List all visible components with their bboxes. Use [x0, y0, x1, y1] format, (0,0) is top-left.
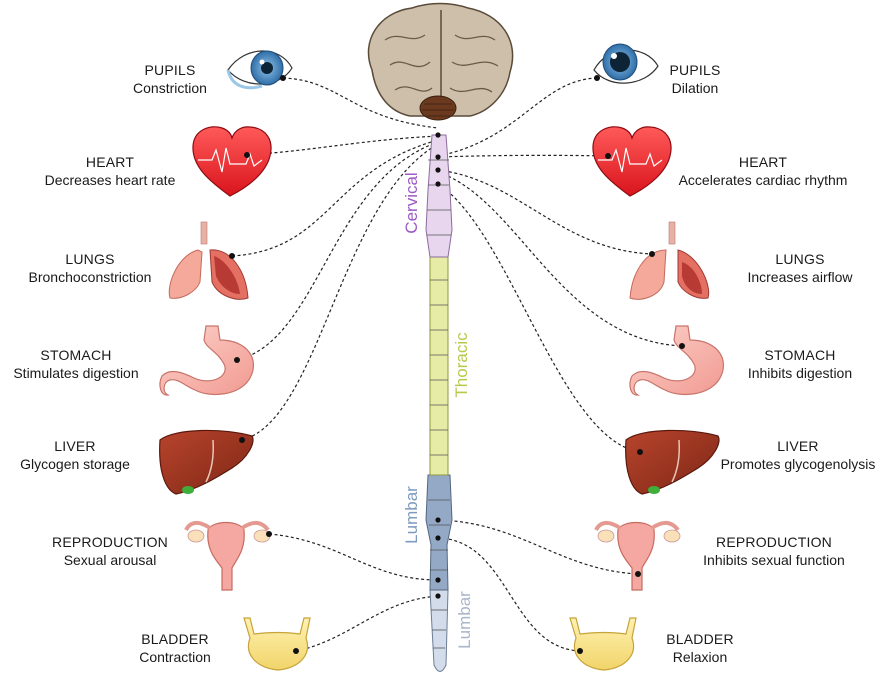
nerve-right-heart: [438, 155, 608, 157]
right-bladder-effect: Relaxion: [650, 648, 750, 666]
left-stomach-icon: [160, 326, 253, 395]
right-label-pupils: PUPILS Dilation: [650, 61, 740, 97]
right-heart-icon: [593, 127, 671, 196]
right-label-stomach: STOMACH Inhibits digestion: [735, 346, 865, 382]
left-label-heart: HEART Decreases heart rate: [30, 153, 190, 189]
right-lungs-title: LUNGS: [735, 250, 865, 268]
left-label-stomach: STOMACH Stimulates digestion: [0, 346, 152, 382]
spine-lumbar-segment: [426, 475, 452, 590]
left-heart-effect: Decreases heart rate: [30, 171, 190, 189]
right-heart-title: HEART: [668, 153, 858, 171]
left-bladder-title: BLADDER: [115, 630, 235, 648]
right-bladder-title: BLADDER: [650, 630, 750, 648]
right-pupils-title: PUPILS: [650, 61, 740, 79]
left-label-liver: LIVER Glycogen storage: [5, 437, 145, 473]
left-lungs-title: LUNGS: [10, 250, 170, 268]
nerve-left-heart: [247, 136, 438, 155]
right-heart-effect: Accelerates cardiac rhythm: [668, 171, 858, 189]
left-stomach-title: STOMACH: [0, 346, 152, 364]
right-eye-icon: [594, 44, 658, 83]
left-lungs-effect: Bronchoconstriction: [10, 268, 170, 286]
nerve-right-liver: [438, 184, 640, 452]
right-lungs-effect: Increases airflow: [735, 268, 865, 286]
left-heart-title: HEART: [30, 153, 190, 171]
left-reproduction-icon: [186, 523, 272, 591]
left-heart-icon: [193, 127, 271, 196]
right-lungs-icon: [630, 222, 709, 299]
left-label-bladder: BLADDER Contraction: [115, 630, 235, 666]
spinal-cord: [426, 132, 452, 671]
left-pupils-title: PUPILS: [110, 61, 230, 79]
right-label-liver: LIVER Promotes glycogenolysis: [710, 437, 886, 473]
spine-label-thoracic: Thoracic: [452, 327, 472, 403]
spine-label-cervical: Cervical: [402, 168, 422, 238]
right-liver-title: LIVER: [710, 437, 886, 455]
right-label-bladder: BLADDER Relaxion: [650, 630, 750, 666]
right-reproduction-title: REPRODUCTION: [686, 533, 862, 551]
spine-cervical-segment: [426, 135, 452, 257]
right-pupils-effect: Dilation: [650, 79, 740, 97]
spine-thoracic-segment: [430, 257, 448, 475]
spine-label-lumbar-upper: Lumbar: [402, 483, 422, 547]
right-bladder-icon: [570, 618, 636, 670]
left-liver-title: LIVER: [5, 437, 145, 455]
left-label-pupils: PUPILS Constriction: [110, 61, 230, 97]
brain-icon: [368, 4, 512, 121]
right-reproduction-effect: Inhibits sexual function: [686, 551, 862, 569]
right-stomach-title: STOMACH: [735, 346, 865, 364]
left-reproduction-effect: Sexual arousal: [40, 551, 180, 569]
spine-sacral-segment: [430, 590, 448, 672]
left-stomach-effect: Stimulates digestion: [0, 364, 152, 382]
right-liver-icon: [626, 430, 719, 494]
left-bladder-effect: Contraction: [115, 648, 235, 666]
right-label-heart: HEART Accelerates cardiac rhythm: [668, 153, 858, 189]
right-label-reproduction: REPRODUCTION Inhibits sexual function: [686, 533, 862, 569]
left-liver-icon: [160, 430, 253, 494]
left-label-lungs: LUNGS Bronchoconstriction: [10, 250, 170, 286]
left-pupils-effect: Constriction: [110, 79, 230, 97]
right-label-lungs: LUNGS Increases airflow: [735, 250, 865, 286]
left-reproduction-title: REPRODUCTION: [40, 533, 180, 551]
nerve-right-reproduction: [438, 520, 638, 574]
left-liver-effect: Glycogen storage: [5, 455, 145, 473]
left-bladder-icon: [244, 618, 310, 670]
right-stomach-icon: [630, 326, 723, 395]
right-liver-effect: Promotes glycogenolysis: [710, 455, 886, 473]
left-label-reproduction: REPRODUCTION Sexual arousal: [40, 533, 180, 569]
right-reproduction-icon: [596, 523, 680, 591]
right-stomach-effect: Inhibits digestion: [735, 364, 865, 382]
left-eye-icon: [228, 51, 292, 88]
nerve-left-bladder: [296, 596, 438, 651]
left-lungs-icon: [169, 222, 248, 299]
spine-label-lumbar-lower: Lumbar: [455, 588, 475, 652]
